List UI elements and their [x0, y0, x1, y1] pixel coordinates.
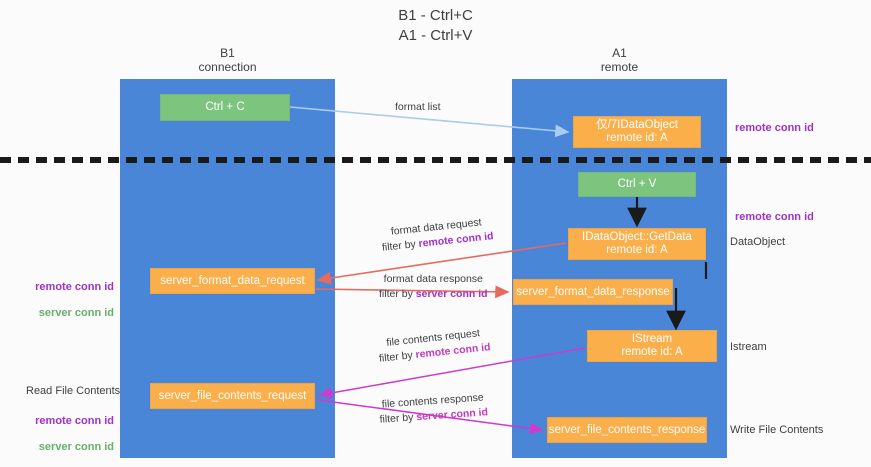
box-istream[interactable]: IStream remote id: A	[587, 330, 717, 362]
page-title: B1 - Ctrl+C A1 - Ctrl+V	[398, 7, 473, 44]
box-server-file-contents-response[interactable]: server_file_contents_response	[547, 417, 707, 443]
edge-label-file-contents-request: file contents request filter by remote c…	[377, 325, 492, 367]
box-idataobject[interactable]: 仅/7IDataObject remote id: A	[573, 116, 701, 148]
box-ctrl-v[interactable]: Ctrl + V	[578, 172, 696, 197]
note-remote-conn-id-mid: remote conn id	[735, 211, 814, 223]
box-server-format-data-response[interactable]: server_format_data_response	[513, 279, 673, 305]
box-server-format-data-request[interactable]: server_format_data_request	[150, 268, 315, 294]
filter-key-server-conn-id: server conn id	[415, 288, 488, 300]
edge-label-format-data-response-text: format data response	[383, 273, 483, 285]
edge-label-format-list: format list	[395, 101, 441, 113]
note-left-server-conn-id-2: server conn id	[38, 441, 114, 453]
edge-label-format-data-response-filter: filter by server conn id	[379, 288, 488, 300]
note-dataobject: DataObject	[730, 236, 786, 248]
note-remote-conn-id-top: remote conn id	[735, 122, 814, 134]
note-left-conn-ids-2: remote conn id server conn id	[18, 402, 114, 467]
note-left-remote-conn-id-2: remote conn id	[35, 415, 114, 427]
note-write-file-contents: Write File Contents	[730, 424, 824, 436]
note-left-conn-ids: remote conn id server conn id	[18, 268, 114, 333]
column-header-b1: B1 connection	[198, 46, 257, 74]
note-left-remote-conn-id: remote conn id	[35, 281, 114, 293]
box-idataobject-getdata[interactable]: IDataObject::GetData remote id: A	[568, 228, 706, 260]
edge-label-format-data-request: format data request filter by remote con…	[380, 214, 495, 256]
note-read-file-contents: Read File Contents	[26, 385, 121, 397]
note-istream: Istream	[730, 341, 767, 353]
edge-label-file-contents-response: file contents response filter by server …	[378, 390, 488, 427]
filter-key-server-conn-id-2: server conn id	[415, 406, 489, 424]
note-left-server-conn-id: server conn id	[38, 307, 114, 319]
dashed-divider	[0, 157, 871, 163]
edge-label-format-data-response: format data response filter by server co…	[379, 272, 488, 302]
box-ctrl-c[interactable]: Ctrl + C	[160, 94, 290, 121]
box-server-file-contents-request[interactable]: server_file_contents_request	[150, 383, 315, 409]
column-header-a1: A1 remote	[600, 46, 639, 74]
